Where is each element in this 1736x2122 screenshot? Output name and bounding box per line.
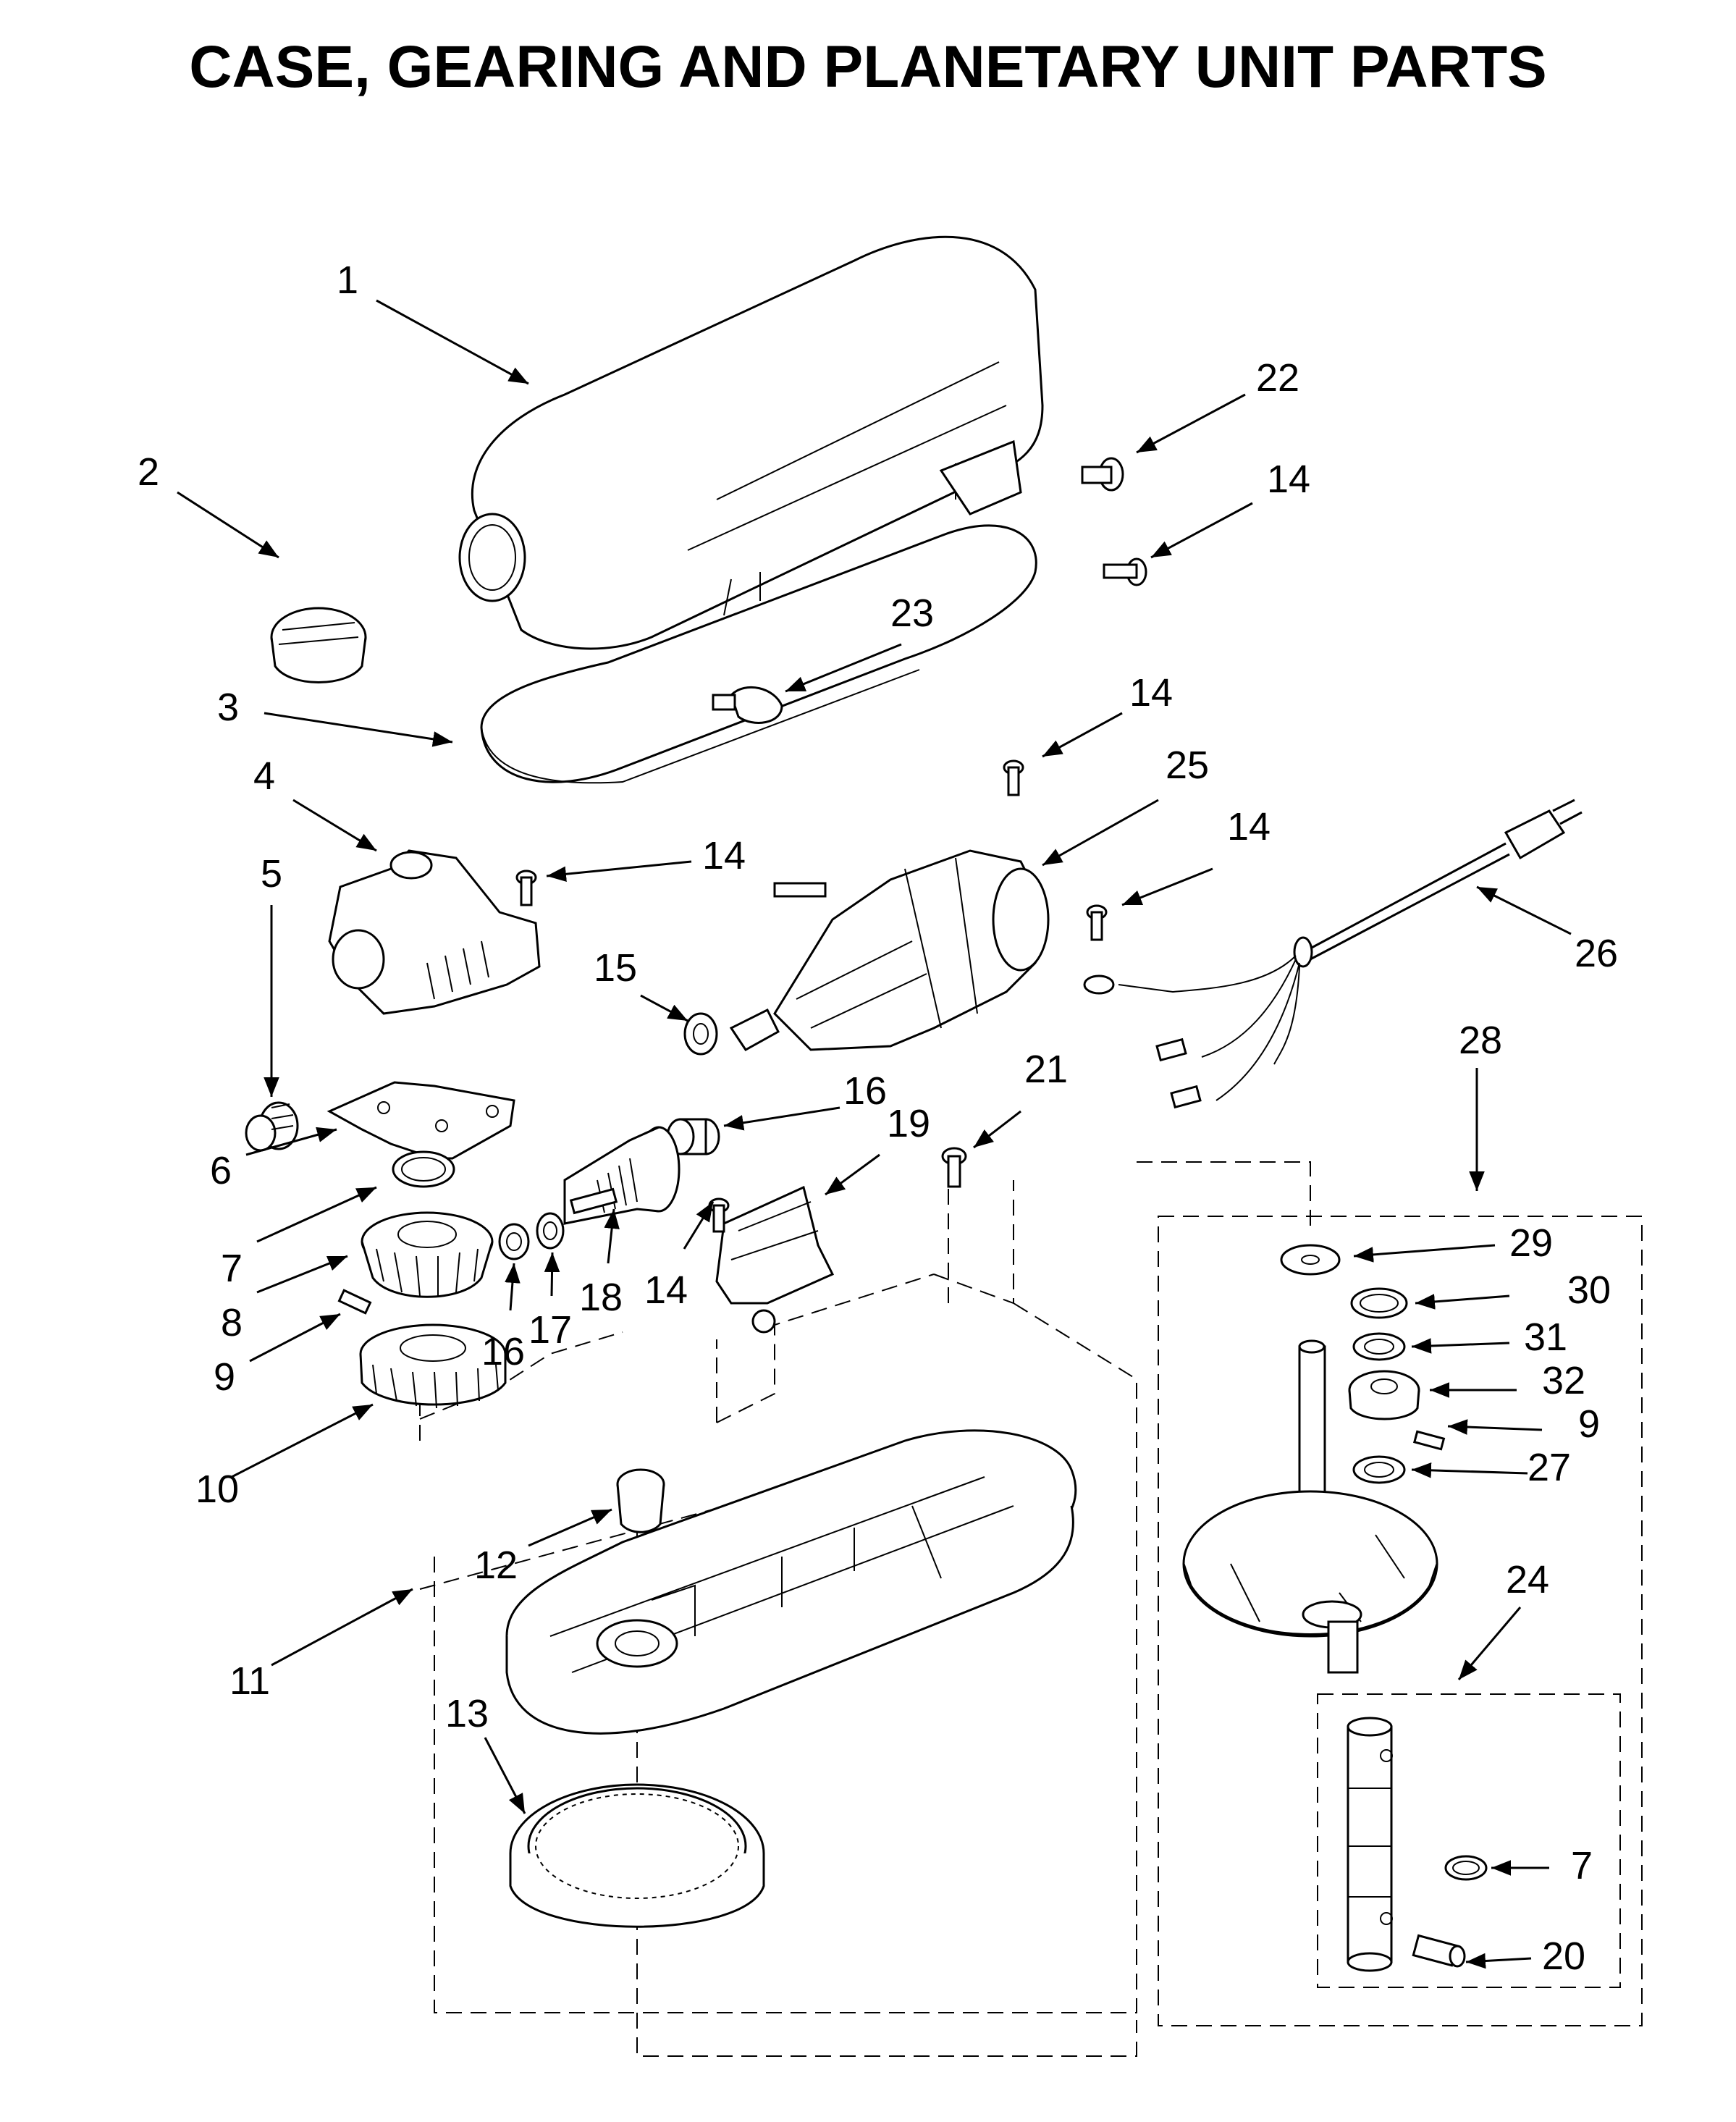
- callout-labels: 1 2 22 14 23 3 14 25 4 14 14 5 15 26 28 …: [138, 258, 1618, 1978]
- callout-21: 21: [1024, 1048, 1068, 1091]
- callout-14-b: 14: [1129, 671, 1173, 715]
- part-21-screw: [941, 1147, 967, 1188]
- callout-25: 25: [1166, 744, 1209, 787]
- callout-16-b: 16: [481, 1330, 525, 1373]
- part-24-shaft: [1347, 1717, 1393, 1972]
- part-30-retaining-ring: [1350, 1287, 1408, 1319]
- part-22-screw: [1081, 457, 1124, 492]
- diagram-title: CASE, GEARING AND PLANETARY UNIT PARTS: [189, 34, 1546, 100]
- callout-10: 10: [195, 1468, 239, 1511]
- part-7-retaining-ring-lower: [1444, 1855, 1488, 1881]
- callout-24: 24: [1506, 1558, 1549, 1601]
- part-31-washer: [1352, 1332, 1406, 1361]
- callout-6: 6: [210, 1149, 232, 1192]
- callout-26: 26: [1575, 932, 1618, 975]
- callout-31: 31: [1524, 1315, 1567, 1359]
- callout-14-d: 14: [1227, 805, 1271, 849]
- part-10-helical-gear: [359, 1323, 507, 1409]
- callout-7-a: 7: [221, 1247, 243, 1290]
- part-8-bevel-gear: [361, 1211, 494, 1298]
- part-3-trim-band: [480, 524, 1037, 784]
- callout-22: 22: [1256, 356, 1299, 400]
- part-13-ring-gear: [509, 1783, 765, 1928]
- callout-9-a: 9: [214, 1355, 235, 1399]
- callout-5: 5: [261, 852, 282, 896]
- part-5-fitting: [245, 1101, 299, 1152]
- callout-15: 15: [594, 946, 637, 990]
- callout-32: 32: [1542, 1359, 1585, 1402]
- part-4-gear-housing: [328, 849, 541, 1015]
- part-14-screw-housing: [515, 870, 537, 906]
- callout-27: 27: [1528, 1446, 1571, 1489]
- assembly-guide-lines: [419, 1161, 1643, 2057]
- part-23-thumb-screw: [712, 686, 783, 724]
- part-7-retaining-ring: [392, 1150, 455, 1188]
- callout-20: 20: [1542, 1934, 1585, 1978]
- callout-16-a: 16: [843, 1069, 887, 1113]
- part-11-base-pedestal: [505, 1429, 1077, 1735]
- part-16-bushing-lower: [498, 1223, 530, 1260]
- part-14-screw-motor: [1003, 759, 1024, 796]
- callout-28: 28: [1459, 1019, 1502, 1062]
- callout-13: 13: [445, 1692, 489, 1735]
- callout-2: 2: [138, 450, 159, 494]
- part-26-power-cord: [1083, 799, 1583, 1109]
- callout-23: 23: [890, 591, 934, 635]
- part-15-bearing: [683, 1012, 718, 1056]
- callout-1: 1: [337, 258, 358, 302]
- part-17-washer: [536, 1212, 565, 1250]
- part-12-bushing: [616, 1468, 665, 1533]
- callout-12: 12: [474, 1544, 518, 1587]
- callout-7-b: 7: [1571, 1844, 1593, 1887]
- callout-4: 4: [253, 754, 275, 798]
- part-19-switch-bracket: [715, 1185, 835, 1334]
- callout-18: 18: [579, 1276, 623, 1319]
- callout-29: 29: [1509, 1221, 1553, 1265]
- part-9-pin-right: [1412, 1430, 1446, 1451]
- planetary-carrier: [1182, 1490, 1438, 1674]
- part-27-washer: [1352, 1455, 1406, 1484]
- callout-17: 17: [528, 1308, 572, 1352]
- part-14-screw-cord: [1086, 904, 1108, 941]
- callout-14-a: 14: [1267, 458, 1310, 501]
- part-32-gear: [1348, 1370, 1420, 1420]
- callout-30: 30: [1567, 1268, 1611, 1312]
- part-14-screw-top: [1103, 557, 1147, 586]
- callout-9-b: 9: [1578, 1402, 1600, 1446]
- callout-11: 11: [229, 1659, 270, 1703]
- part-18-worm-gear-shaft: [563, 1126, 681, 1225]
- part-1-case-housing: [458, 235, 1044, 650]
- leader-arrows: [177, 299, 1572, 1969]
- part-25-motor: [729, 849, 1050, 1051]
- part-2-knob: [270, 607, 367, 683]
- part-9-pin-left: [337, 1289, 372, 1315]
- part-20-pin: [1412, 1934, 1466, 1968]
- callout-14-c: 14: [702, 834, 746, 877]
- callout-14-e: 14: [644, 1268, 688, 1312]
- callout-8: 8: [221, 1301, 243, 1344]
- part-29-washer: [1280, 1244, 1341, 1276]
- callout-19: 19: [887, 1102, 930, 1145]
- part-6-gasket: [326, 1081, 515, 1160]
- callout-3: 3: [217, 686, 239, 729]
